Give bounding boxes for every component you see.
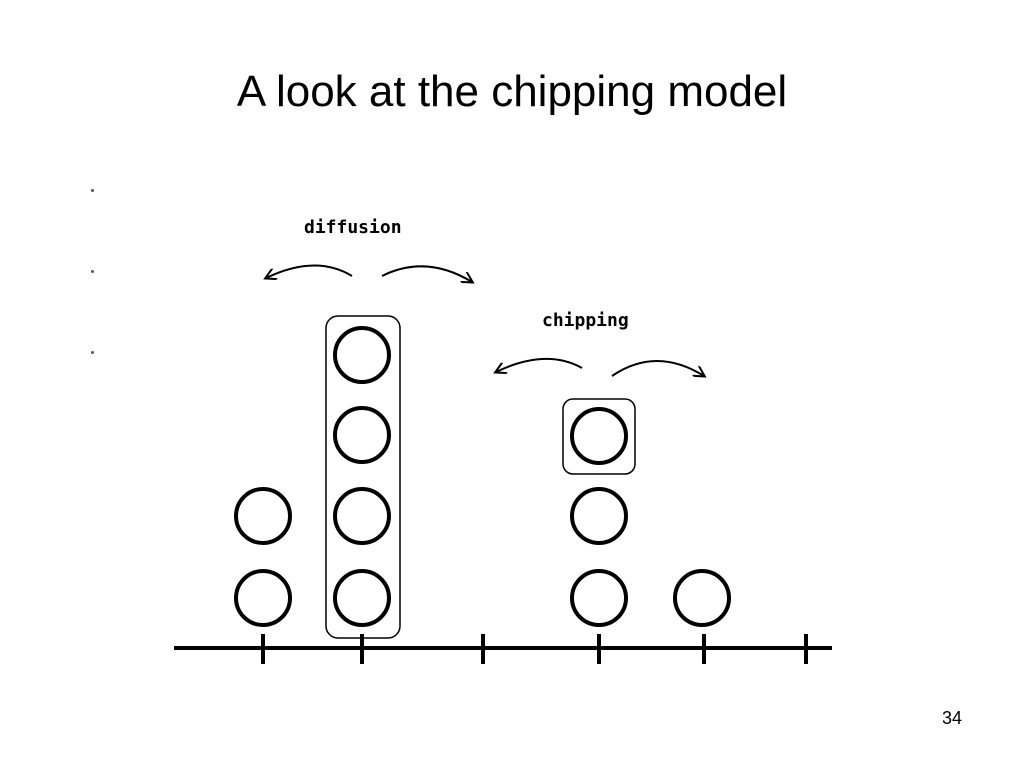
bullet-marker-3	[91, 351, 94, 354]
particle-site1-1	[234, 569, 292, 627]
page-number: 34	[941, 708, 962, 728]
particle-site2-2	[333, 487, 391, 545]
particle-site4-3	[570, 407, 628, 465]
diffusion-label: diffusion	[304, 217, 402, 238]
particle-site2-1	[333, 569, 391, 627]
particle-site2-4	[333, 326, 391, 384]
diffusion-arrow-left	[266, 264, 353, 278]
bullet-marker-2	[91, 270, 94, 273]
chipping-arrow-left	[496, 358, 583, 372]
chipping-arrow-right	[611, 360, 704, 376]
slide-title: A look at the chipping model	[236, 67, 788, 116]
particle-site1-2	[234, 487, 292, 545]
chipping-label: chipping	[542, 310, 629, 331]
particle-site2-3	[333, 406, 391, 464]
particle-site4-1	[570, 569, 628, 627]
particle-site5-1	[673, 569, 731, 627]
chipping-group-box	[562, 398, 636, 475]
bullet-marker-1	[91, 189, 94, 192]
particle-site4-2	[570, 487, 628, 545]
diffusion-arrow-right	[381, 265, 472, 282]
